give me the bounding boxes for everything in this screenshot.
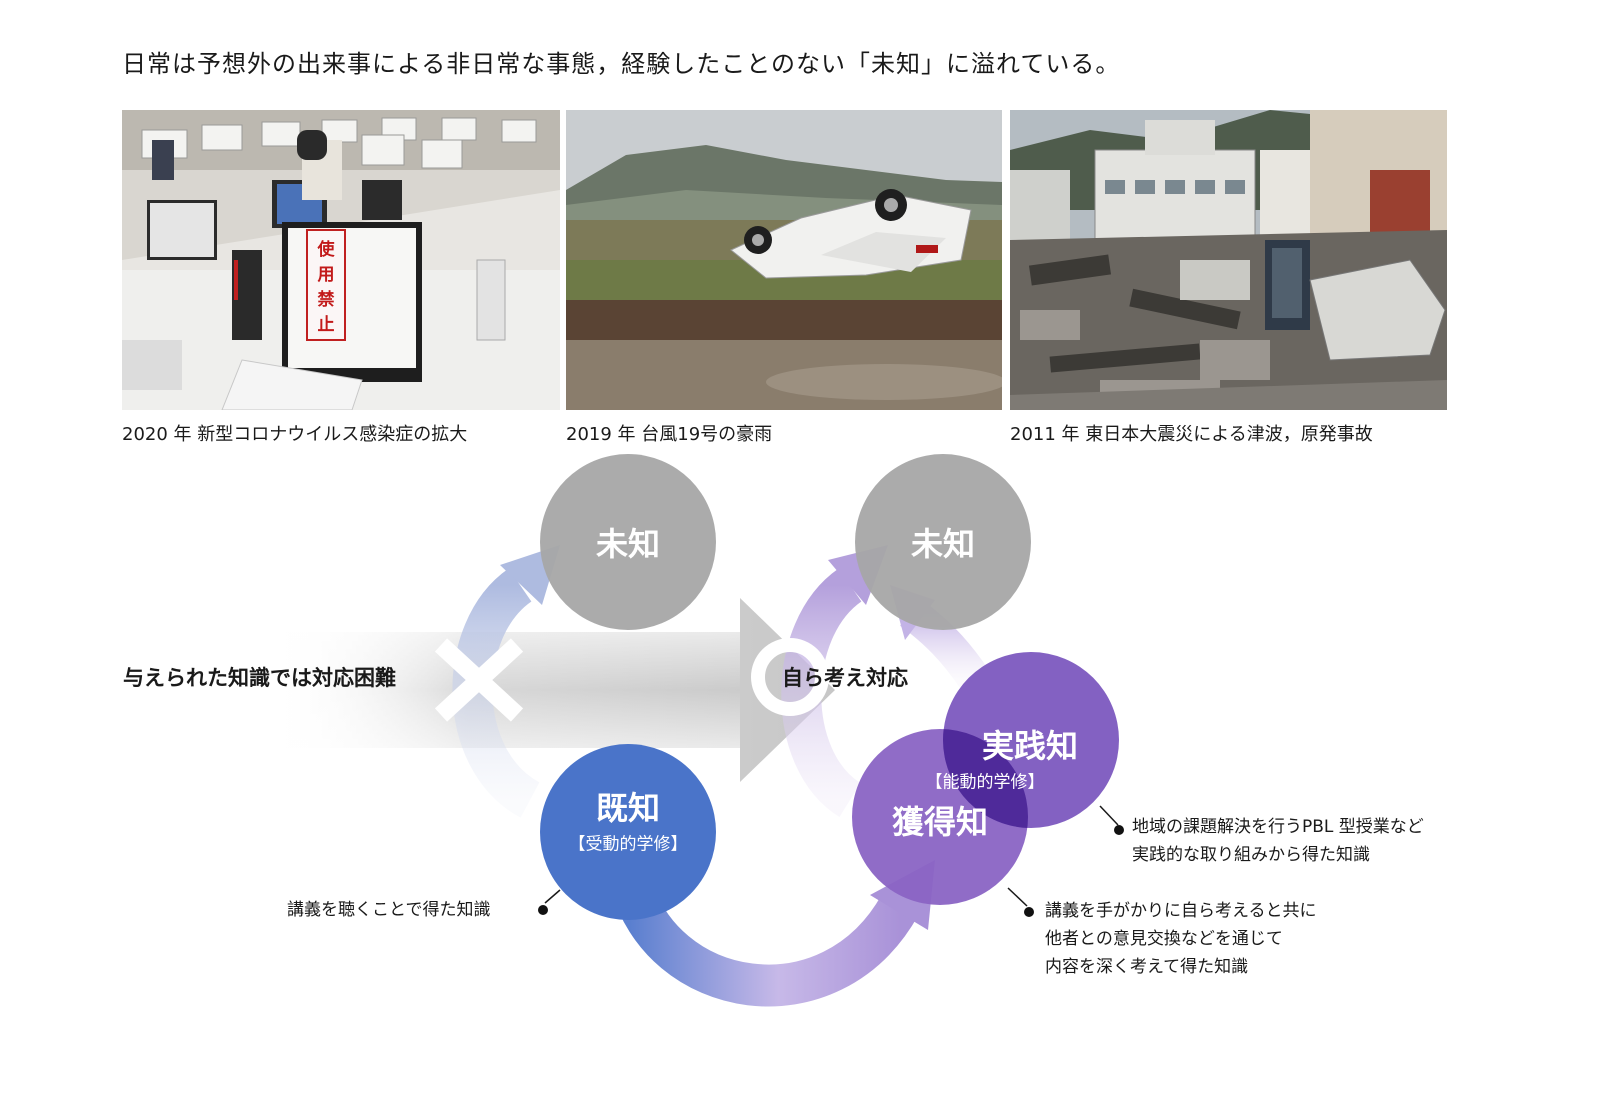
sign-char-2: 用 [318, 265, 335, 285]
right-statement: 自ら考え対応 [782, 666, 908, 690]
note-acquired: 講義を手がかりに自ら考えると共に 他者との意見交換などを通じて 内容を深く考えて… [1045, 897, 1317, 981]
note-known-bullet [538, 905, 548, 915]
unknown-label-left: 未知 [595, 525, 661, 563]
photo-caption-1: 2020 年 新型コロナウイルス感染症の拡大 [122, 424, 468, 445]
practical-subtitle: 【能動的学修】 [925, 772, 1045, 793]
sign-char-3: 禁 [318, 289, 335, 310]
photo-flood-car [566, 110, 1002, 410]
leader-acquired [1007, 887, 1028, 907]
unknown-circle-right [855, 454, 1031, 630]
photo-computer-lab: 使 用 禁 止 [122, 110, 560, 410]
sign-char-1: 使 [317, 239, 336, 260]
known-circle [540, 744, 716, 920]
photo-tsunami-debris [1010, 110, 1447, 410]
cross-mark-icon [434, 638, 524, 722]
note-practical: 地域の課題解決を行うPBL 型授業など 実践的な取り組みから得た知識 [1132, 813, 1424, 869]
note-practical-line-1: 地域の課題解決を行うPBL 型授業など [1132, 817, 1424, 837]
acquired-title: 獲得知 [891, 803, 989, 841]
circle-mark-icon [751, 638, 829, 716]
transition-band-arrow [270, 598, 835, 782]
left-statement: 与えられた知識では対応困難 [123, 666, 396, 690]
known-subtitle: 【受動的学修】 [568, 834, 688, 855]
photo-caption-3: 2011 年 東日本大震災による津波，原発事故 [1010, 424, 1373, 445]
headline: 日常は予想外の出来事による非日常な事態，経験したことのない「未知」に溢れている。 [122, 50, 1121, 78]
known-title: 既知 [595, 789, 661, 827]
sign-char-4: 止 [318, 314, 335, 335]
note-acquired-line-2: 他者との意見交換などを通じて [1045, 929, 1283, 949]
note-acquired-bullet [1024, 907, 1034, 917]
unknown-circle-left [540, 454, 716, 630]
note-known-line-1: 講義を聴くことで得た知識 [287, 900, 491, 920]
note-practical-bullet [1114, 825, 1124, 835]
note-acquired-line-1: 講義を手がかりに自ら考えると共に [1045, 901, 1317, 921]
note-acquired-line-3: 内容を深く考えて得た知識 [1045, 957, 1249, 977]
photo-caption-2: 2019 年 台風19号の豪雨 [566, 424, 773, 445]
leader-practical [1099, 805, 1119, 826]
unknown-label-right: 未知 [910, 525, 976, 563]
practical-title: 実践知 [981, 727, 1079, 765]
leader-known [544, 889, 561, 904]
note-known: 講義を聴くことで得た知識 [287, 896, 491, 924]
note-practical-line-2: 実践的な取り組みから得た知識 [1132, 845, 1370, 865]
